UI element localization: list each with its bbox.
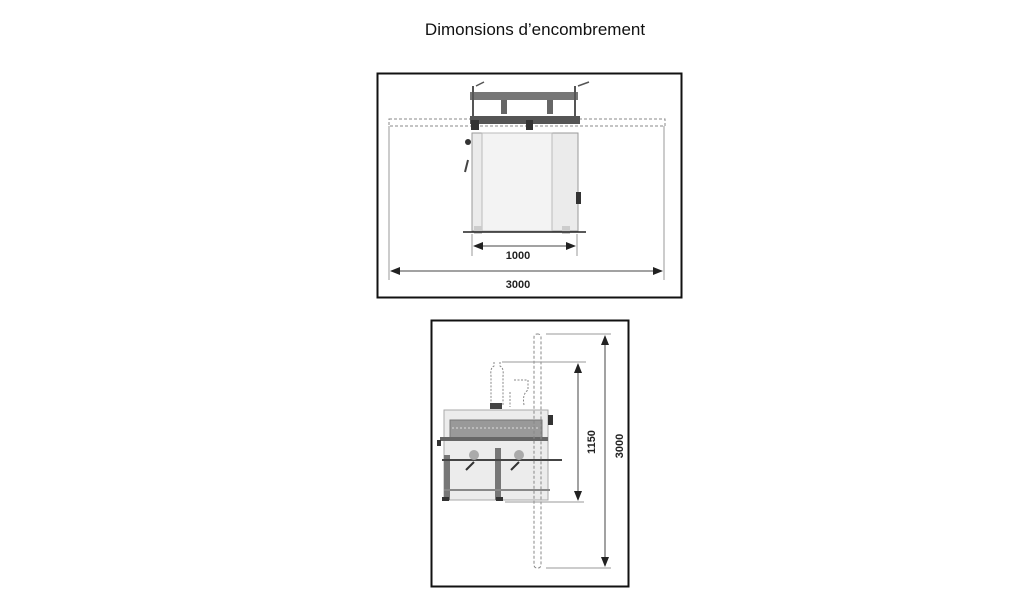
side-view: 1150 3000 [430, 319, 630, 588]
page-title: Dimonsions d’encombrement [424, 20, 646, 39]
dimension-label-1000: 1000 [506, 250, 530, 262]
machine-front [463, 81, 590, 234]
workpiece-dashed [533, 333, 542, 569]
dimension-label-1150: 1150 [586, 430, 598, 454]
dimension-label-3000: 3000 [506, 279, 530, 291]
dimension-label-3000-vertical: 3000 [614, 434, 626, 458]
machine-side [437, 362, 562, 501]
front-view: 1000 3000 [376, 72, 683, 299]
